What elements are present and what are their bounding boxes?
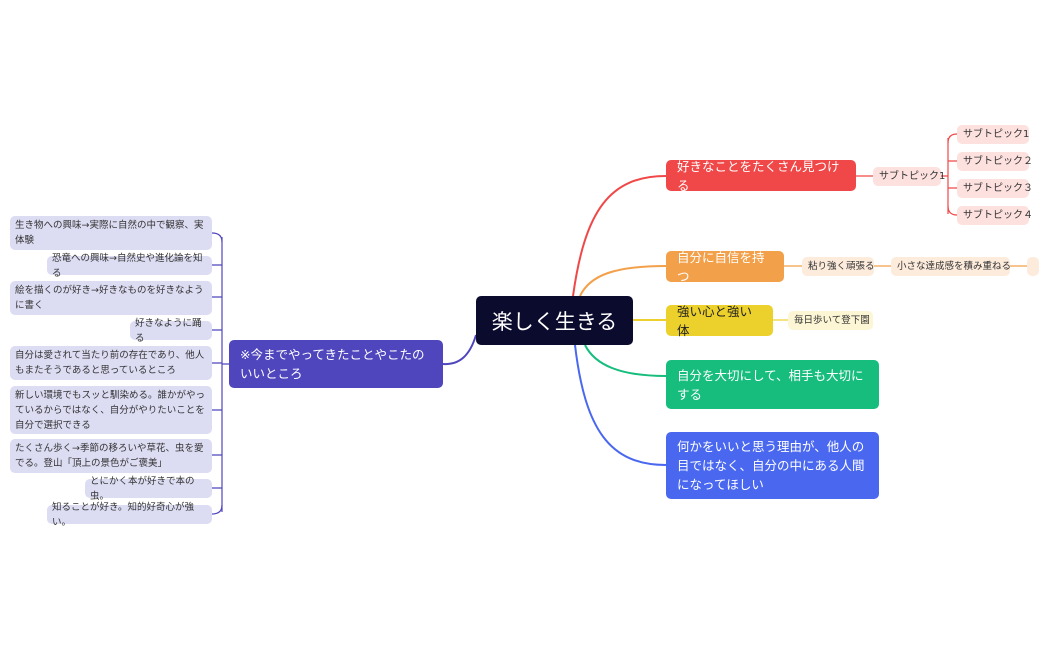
subtopic-empty[interactable] <box>1027 257 1039 276</box>
connector-green <box>584 344 667 377</box>
left-item-books[interactable]: とにかく本が好きで本の虫。 <box>85 476 212 502</box>
central-topic[interactable]: 楽しく生きる <box>476 296 633 345</box>
subtopic-1-1[interactable]: サブトピック1 <box>957 125 1029 144</box>
subtopic-1-4[interactable]: サブトピック４ <box>957 206 1033 225</box>
connector-blue <box>574 344 667 466</box>
subtopic-small-achievements[interactable]: 小さな達成感を積み重ねる <box>891 257 1011 276</box>
subtopic-1-2[interactable]: サブトピック２ <box>957 152 1033 171</box>
left-item-curiosity[interactable]: 知ることが好き。知的好奇心が強い。 <box>47 502 212 528</box>
connector-purple <box>442 334 477 366</box>
left-item-walking[interactable]: たくさん歩く→季節の移ろいや草花、虫を愛でる。登山「頂上の景色がご褒美」 <box>10 439 212 473</box>
branch-strong-mind-body[interactable]: 強い心と強い体 <box>666 304 773 338</box>
left-item-dinosaurs[interactable]: 恐竜への興味→自然史や進化論を知る <box>47 253 212 279</box>
connector-red <box>572 175 667 297</box>
branch-cherish-self[interactable]: 自分を大切にして、相手も大切にする <box>666 360 879 409</box>
branch-find-favorites[interactable]: 好きなことをたくさん見つける <box>666 159 856 193</box>
left-item-creatures[interactable]: 生き物への興味→実際に自然の中で観察、実体験 <box>10 216 212 250</box>
subtopic-walk-daily[interactable]: 毎日歩いて登下園 <box>788 311 873 330</box>
branch-own-values[interactable]: 何かをいいと思う理由が、他人の目ではなく、自分の中にある人間になってほしい <box>666 432 879 499</box>
subtopic-persevere[interactable]: 粘り強く頑張る <box>802 257 875 276</box>
connector-orange <box>579 265 667 297</box>
branch-past-strengths[interactable]: ※今までやってきたことやこたのいいところ <box>229 340 443 388</box>
branch-self-confidence[interactable]: 自分に自信を持つ <box>666 250 784 284</box>
left-item-drawing[interactable]: 絵を描くのが好き→好きなものを好きなように書く <box>10 281 212 315</box>
left-item-loved[interactable]: 自分は愛されて当たり前の存在であり、他人もまたそうであると思っているところ <box>10 346 212 380</box>
left-item-dancing[interactable]: 好きなように踊る <box>130 318 212 344</box>
left-item-new-environment[interactable]: 新しい環境でもスッと馴染める。誰かがやっているからではなく、自分がやりたいことを… <box>10 386 212 434</box>
subtopic-1-3[interactable]: サブトピック３ <box>957 179 1033 198</box>
subtopic-1[interactable]: サブトピック1 <box>873 167 945 186</box>
